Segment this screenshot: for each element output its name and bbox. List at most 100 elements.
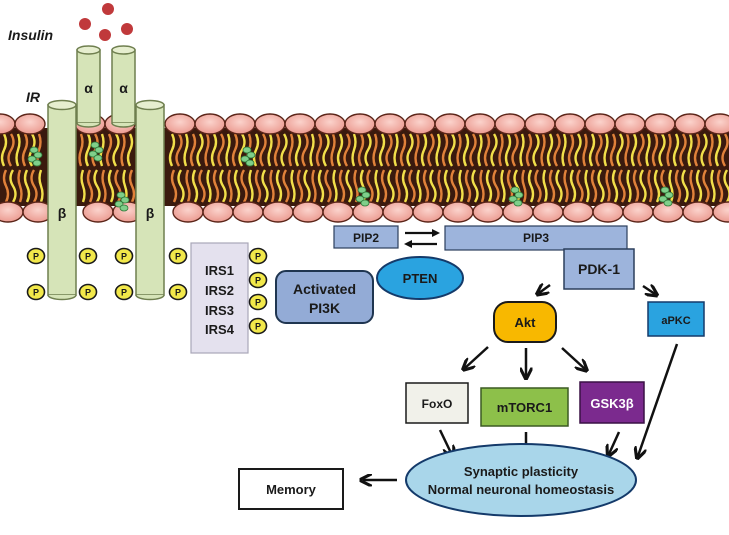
lipid-tail xyxy=(464,169,472,203)
lipid-tail xyxy=(240,169,248,203)
lipid-tail xyxy=(336,133,344,167)
phosphate-group: P xyxy=(26,283,46,301)
lipid-tail xyxy=(296,169,304,203)
arrow-gsk3b-to-outcome xyxy=(609,431,621,454)
synaptic-plasticity-outcome-node: Synaptic plasticity Normal neuronal home… xyxy=(405,443,637,517)
phosphate-group: P xyxy=(248,293,268,311)
lipid-tail xyxy=(227,169,233,203)
lipid-tail xyxy=(345,169,353,203)
phosphate-circle xyxy=(248,247,268,265)
phosphate-group: P xyxy=(114,283,134,301)
lipid-tail xyxy=(492,169,500,203)
ir-beta-subunit-right: β xyxy=(135,99,165,301)
phosphate-circle xyxy=(26,283,46,301)
lipid-head xyxy=(442,201,474,223)
phosphate-label: P xyxy=(255,298,261,308)
phosphate-label: P xyxy=(121,252,127,262)
lipid-tail xyxy=(723,169,729,203)
lipid-tail xyxy=(567,133,575,167)
lipid-tail xyxy=(689,169,695,203)
lipid-tail xyxy=(280,133,288,167)
lipid-tail xyxy=(217,133,225,167)
lipid-tail xyxy=(595,133,603,167)
lipid-head xyxy=(472,201,504,223)
lipid-tail xyxy=(443,169,451,203)
lipid-tail xyxy=(282,169,290,203)
lipid-tail xyxy=(458,169,464,203)
irs-label: IRS3 xyxy=(205,303,234,318)
lipid-tail xyxy=(420,133,428,167)
lipid-tail xyxy=(175,133,183,167)
lipid-heads-outer xyxy=(0,113,729,135)
lipid-tail xyxy=(315,133,323,167)
phosphate-group: P xyxy=(78,283,98,301)
lipid-head xyxy=(164,113,196,135)
lipid-tail xyxy=(645,133,651,167)
lipid-tail xyxy=(658,133,666,167)
lipid-tail xyxy=(574,133,582,167)
phosphate-circle xyxy=(114,247,134,265)
apkc-label: aPKC xyxy=(661,315,690,327)
cholesterol-molecule xyxy=(246,151,256,159)
lipid-tail xyxy=(553,133,561,167)
lipid-tail xyxy=(695,169,703,203)
lipid-tail xyxy=(422,169,430,203)
phosphate-circle xyxy=(248,293,268,311)
cholesterol-molecule xyxy=(513,199,523,207)
phosphate-circle xyxy=(168,247,188,265)
cholesterol-molecule xyxy=(120,196,130,204)
lipid-head xyxy=(254,113,286,135)
pip3-label: PIP3 xyxy=(523,231,549,245)
lipid-tail xyxy=(597,169,605,203)
phosphate-circle xyxy=(78,283,98,301)
cholesterol-molecule xyxy=(510,186,520,194)
lipid-tail xyxy=(546,133,554,167)
pi3k-label-line2: PI3K xyxy=(309,300,340,316)
lipid-tail xyxy=(84,133,92,167)
lipid-tail xyxy=(414,133,420,167)
pi3k-label-line1: Activated xyxy=(293,281,356,297)
lipid-tail xyxy=(189,133,197,167)
alpha-label: α xyxy=(84,80,93,96)
lipid-tail xyxy=(555,169,563,203)
lipid-tail xyxy=(317,169,325,203)
lipid-tail xyxy=(395,169,401,203)
lipid-head xyxy=(712,201,729,223)
lipid-tail xyxy=(399,133,407,167)
lipid-tail xyxy=(437,169,443,203)
ir-alpha-subunit-right: α xyxy=(111,45,136,128)
lipid-tail xyxy=(343,133,351,167)
lipid-tail xyxy=(322,133,330,167)
beta-label: β xyxy=(146,205,155,221)
lipid-tail xyxy=(651,133,659,167)
lipid-tail xyxy=(311,169,317,203)
lipid-tail xyxy=(525,133,533,167)
lipid-tail xyxy=(561,133,567,167)
lipid-head xyxy=(592,201,624,223)
lipid-tail xyxy=(540,133,546,167)
lipid-tail xyxy=(716,169,724,203)
beta-label: β xyxy=(58,205,67,221)
lipid-tail xyxy=(252,133,260,167)
phosphate-circle xyxy=(114,283,134,301)
cholesterol-molecule xyxy=(116,191,126,199)
cholesterol-molecule xyxy=(663,199,673,207)
pdk1-label: PDK-1 xyxy=(578,261,620,277)
lipid-head xyxy=(292,201,324,223)
phosphate-group: P xyxy=(26,247,46,265)
lipid-tail xyxy=(126,133,134,167)
lipid-tail xyxy=(198,169,206,203)
lipid-tail xyxy=(254,169,262,203)
mtorc1-label: mTORC1 xyxy=(497,400,552,415)
lipid-tail xyxy=(639,169,647,203)
lipid-tail xyxy=(548,169,556,203)
lipid-tail xyxy=(569,169,577,203)
arrow-head xyxy=(432,229,440,237)
lipid-tail xyxy=(196,133,204,167)
lipid-tail xyxy=(364,133,372,167)
lipid-tail xyxy=(456,133,462,167)
lipid-tail xyxy=(710,169,716,203)
lipid-tail xyxy=(210,133,218,167)
lipid-tail xyxy=(324,169,332,203)
lipid-tail xyxy=(672,133,680,167)
